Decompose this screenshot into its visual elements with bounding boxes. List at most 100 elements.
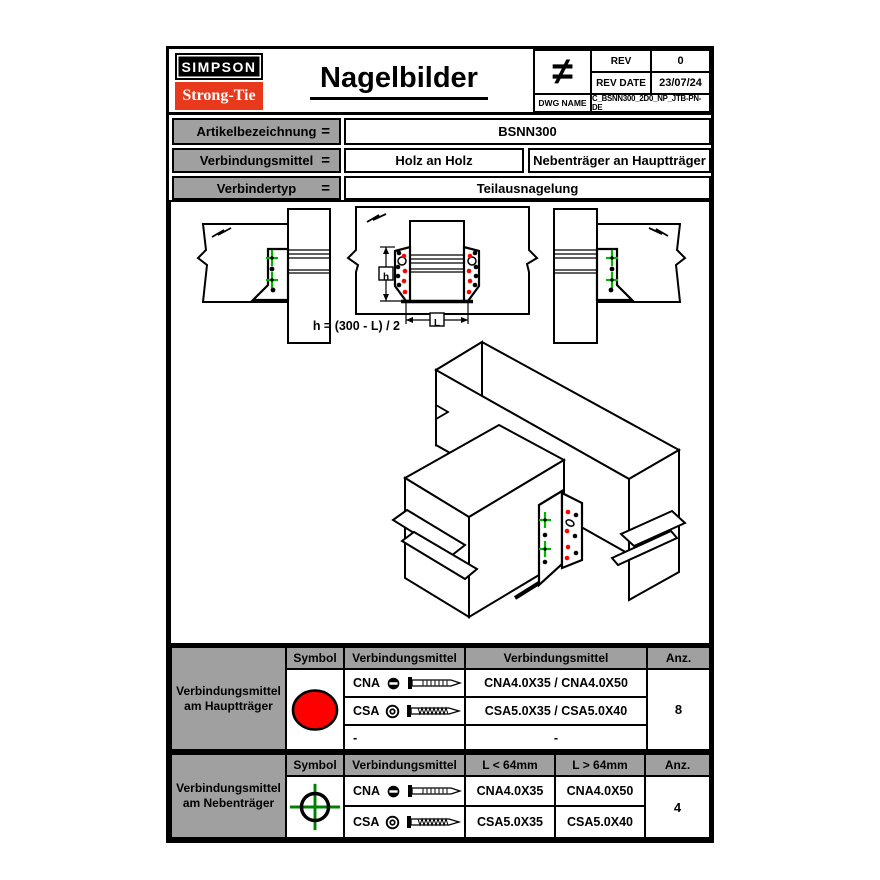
haupt-header-vm1: Verbindungsmittel	[345, 648, 464, 668]
cna-nail-icon	[408, 677, 463, 689]
header-band: SIMPSON Strong-Tie Nagelbilder ≠ REV 0 R…	[169, 49, 711, 115]
hanger-hole	[397, 256, 407, 266]
hanger-hole	[565, 519, 575, 527]
neben-anz-value: 4	[646, 777, 709, 837]
neben-cna-lsmall: CNA4.0X35	[466, 777, 554, 805]
neben-symbol-cell	[287, 777, 343, 837]
cna-head-icon	[387, 677, 400, 689]
hanger-hole	[467, 256, 477, 266]
cna-code: CNA	[353, 784, 381, 798]
rev-label: REV	[592, 51, 650, 71]
holz-an-holz-value: Holz an Holz	[344, 148, 524, 173]
artikel-label-text: Artikelbezeichnung	[196, 124, 317, 139]
side-view-left	[196, 208, 331, 344]
neben-header-llarge: L > 64mm	[556, 755, 644, 775]
haupt-header-vm2: Verbindungsmittel	[466, 648, 646, 668]
haupt-row-dash: -	[345, 726, 464, 749]
neben-csa-llarge: CSA5.0X40	[556, 807, 644, 837]
haupt-symbol-cell	[287, 670, 343, 749]
haupt-cna-value: CNA4.0X35 / CNA4.0X50	[466, 670, 646, 696]
dim-h-label: h	[383, 272, 389, 283]
dimension-l	[405, 303, 469, 327]
teilausnagelung-value: Teilausnagelung	[344, 176, 711, 200]
rev-date-value: 23/07/24	[652, 73, 709, 93]
neben-row-label: Verbindungsmittel am Nebenträger	[172, 755, 285, 837]
cna-code: CNA	[353, 676, 381, 690]
haupt-row-label: Verbindungsmittel am Hauptträger	[172, 648, 285, 749]
break-ribbon	[610, 529, 679, 567]
dash-code: -	[353, 730, 358, 745]
break-symbol-icon	[648, 227, 669, 237]
haupt-header-anz: Anz.	[648, 648, 709, 668]
csa-screw-icon	[407, 816, 462, 828]
haupt-anz-value: 8	[648, 670, 709, 749]
artikel-label: Artikelbezeichnung =	[172, 118, 341, 145]
csa-head-icon	[386, 815, 400, 829]
red-circle-symbol-icon	[291, 688, 339, 731]
haupt-row-csa: CSA	[345, 698, 464, 724]
rev-date-label: REV DATE	[592, 73, 650, 93]
not-equal-logo-icon: ≠	[535, 51, 590, 93]
crosshair-symbol-icon	[289, 783, 341, 831]
haupt-header-symbol: Symbol	[287, 648, 343, 668]
break-symbol-icon	[211, 227, 232, 238]
verbindungsmittel-label-text: Verbindungsmittel	[199, 153, 314, 168]
neben-header-symbol: Symbol	[287, 755, 343, 775]
neben-header-vm: Verbindungsmittel	[345, 755, 464, 775]
haupt-csa-value: CSA5.0X35 / CSA5.0X40	[466, 698, 646, 724]
isometric-view	[391, 340, 687, 619]
dim-l-label: L	[434, 318, 440, 329]
neben-header-anz: Anz.	[646, 755, 709, 775]
side-view-right	[553, 208, 687, 344]
cna-head-icon	[387, 785, 400, 797]
rev-value: 0	[652, 51, 709, 71]
neben-row-cna: CNA	[345, 777, 464, 805]
neben-row-csa: CSA	[345, 807, 464, 837]
height-formula: h = (300 - L) / 2	[313, 319, 400, 333]
nebentraeger-table: Verbindungsmittel am Nebenträger Symbol …	[169, 752, 712, 840]
haupt-black-dots	[395, 250, 479, 288]
break-symbol-icon	[366, 213, 387, 223]
title-wrap: Nagelbilder	[269, 49, 529, 113]
drawing-area: h L h = (300 - L) / 2	[169, 200, 711, 645]
equals-glyph: =	[321, 123, 330, 140]
neben-header-lsmall: L < 64mm	[466, 755, 554, 775]
cna-nail-icon	[408, 785, 463, 797]
neben-cna-llarge: CNA4.0X50	[556, 777, 644, 805]
break-ribbon	[400, 530, 479, 581]
haupt-red-dots	[401, 253, 473, 295]
dwg-name-label: DWG NAME	[535, 95, 590, 111]
hanger-side-plate	[537, 489, 564, 588]
strongtie-logo: Strong-Tie	[175, 82, 263, 110]
break-notch	[435, 403, 450, 421]
verbindertyp-label: Verbindertyp =	[172, 176, 341, 200]
neben-csa-lsmall: CSA5.0X35	[466, 807, 554, 837]
csa-code: CSA	[353, 704, 380, 718]
verbindungsmittel-label: Verbindungsmittel =	[172, 148, 341, 173]
dwg-name-value: C_BSNN300_2D0_NP_JTB-PN-DE	[592, 95, 709, 111]
artikel-value: BSNN300	[344, 118, 711, 145]
revision-table: ≠ REV 0 REV DATE 23/07/24 DWG NAME C_BSN…	[533, 49, 711, 113]
nebentraeger-value: Nebenträger an Hauptträger	[528, 148, 711, 173]
verbindertyp-label-text: Verbindertyp	[216, 180, 297, 196]
drawing-sheet: SIMPSON Strong-Tie Nagelbilder ≠ REV 0 R…	[166, 46, 714, 843]
technical-drawing: h L h = (300 - L) / 2	[196, 206, 687, 619]
page-title: Nagelbilder	[310, 62, 488, 100]
csa-code: CSA	[353, 815, 380, 829]
equals-glyph: =	[321, 179, 330, 197]
simpson-logo: SIMPSON	[175, 53, 263, 80]
iso-black-dots	[572, 512, 579, 556]
haupttraeger-table: Verbindungsmittel am Hauptträger Symbol …	[169, 645, 712, 752]
csa-screw-icon	[407, 705, 462, 717]
haupt-dash-value: -	[466, 726, 646, 749]
front-view-center: h L h = (300 - L) / 2	[313, 206, 539, 333]
hanger-side-right	[595, 247, 635, 302]
iso-red-dots	[564, 509, 571, 561]
equals-glyph: =	[321, 152, 330, 169]
hanger-side-left	[250, 247, 290, 302]
haupt-row-cna: CNA	[345, 670, 464, 696]
csa-head-icon	[386, 704, 400, 718]
hanger-strap	[513, 581, 541, 600]
dimension-h	[378, 246, 401, 302]
